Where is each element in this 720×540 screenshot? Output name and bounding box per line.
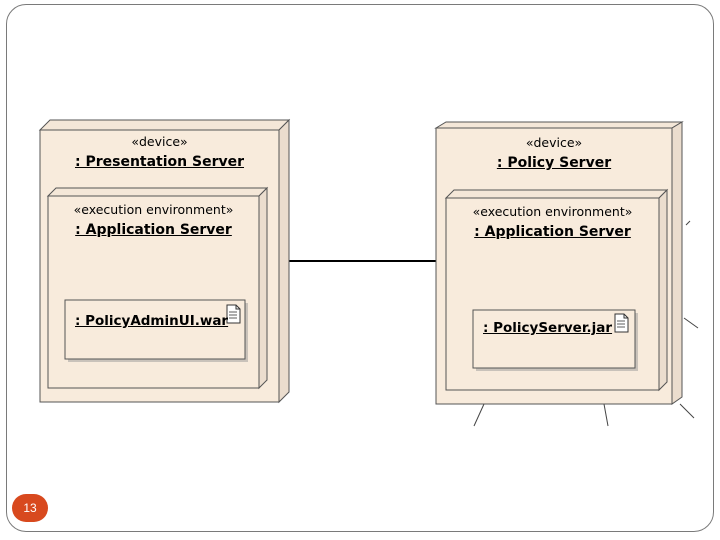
device-name: : Presentation Server bbox=[74, 154, 245, 170]
policyserver-artifact bbox=[472, 309, 638, 371]
artifact-name: : PolicyAdminUI.war bbox=[75, 313, 229, 329]
connector-stub bbox=[603, 403, 609, 427]
policyadminui-artifact bbox=[64, 299, 248, 362]
connector-stub bbox=[473, 403, 485, 427]
device-name: : Policy Server bbox=[496, 155, 612, 171]
device-stereotype: «device» bbox=[525, 135, 583, 150]
environment-stereotype: «execution environment» bbox=[472, 204, 633, 219]
environment-name: : Application Server bbox=[474, 224, 631, 240]
slide-number: 13 bbox=[12, 494, 48, 522]
device-stereotype: «device» bbox=[131, 134, 188, 149]
connector-stub bbox=[679, 403, 695, 419]
artifact-icon bbox=[614, 313, 629, 333]
connector-stub bbox=[685, 220, 691, 226]
environment-stereotype: «execution environment» bbox=[73, 202, 234, 217]
connector-stub bbox=[683, 317, 699, 329]
environment-name: : Application Server bbox=[75, 222, 232, 238]
artifact-name: : PolicyServer.jar bbox=[483, 320, 613, 336]
artifact-icon bbox=[226, 304, 241, 324]
